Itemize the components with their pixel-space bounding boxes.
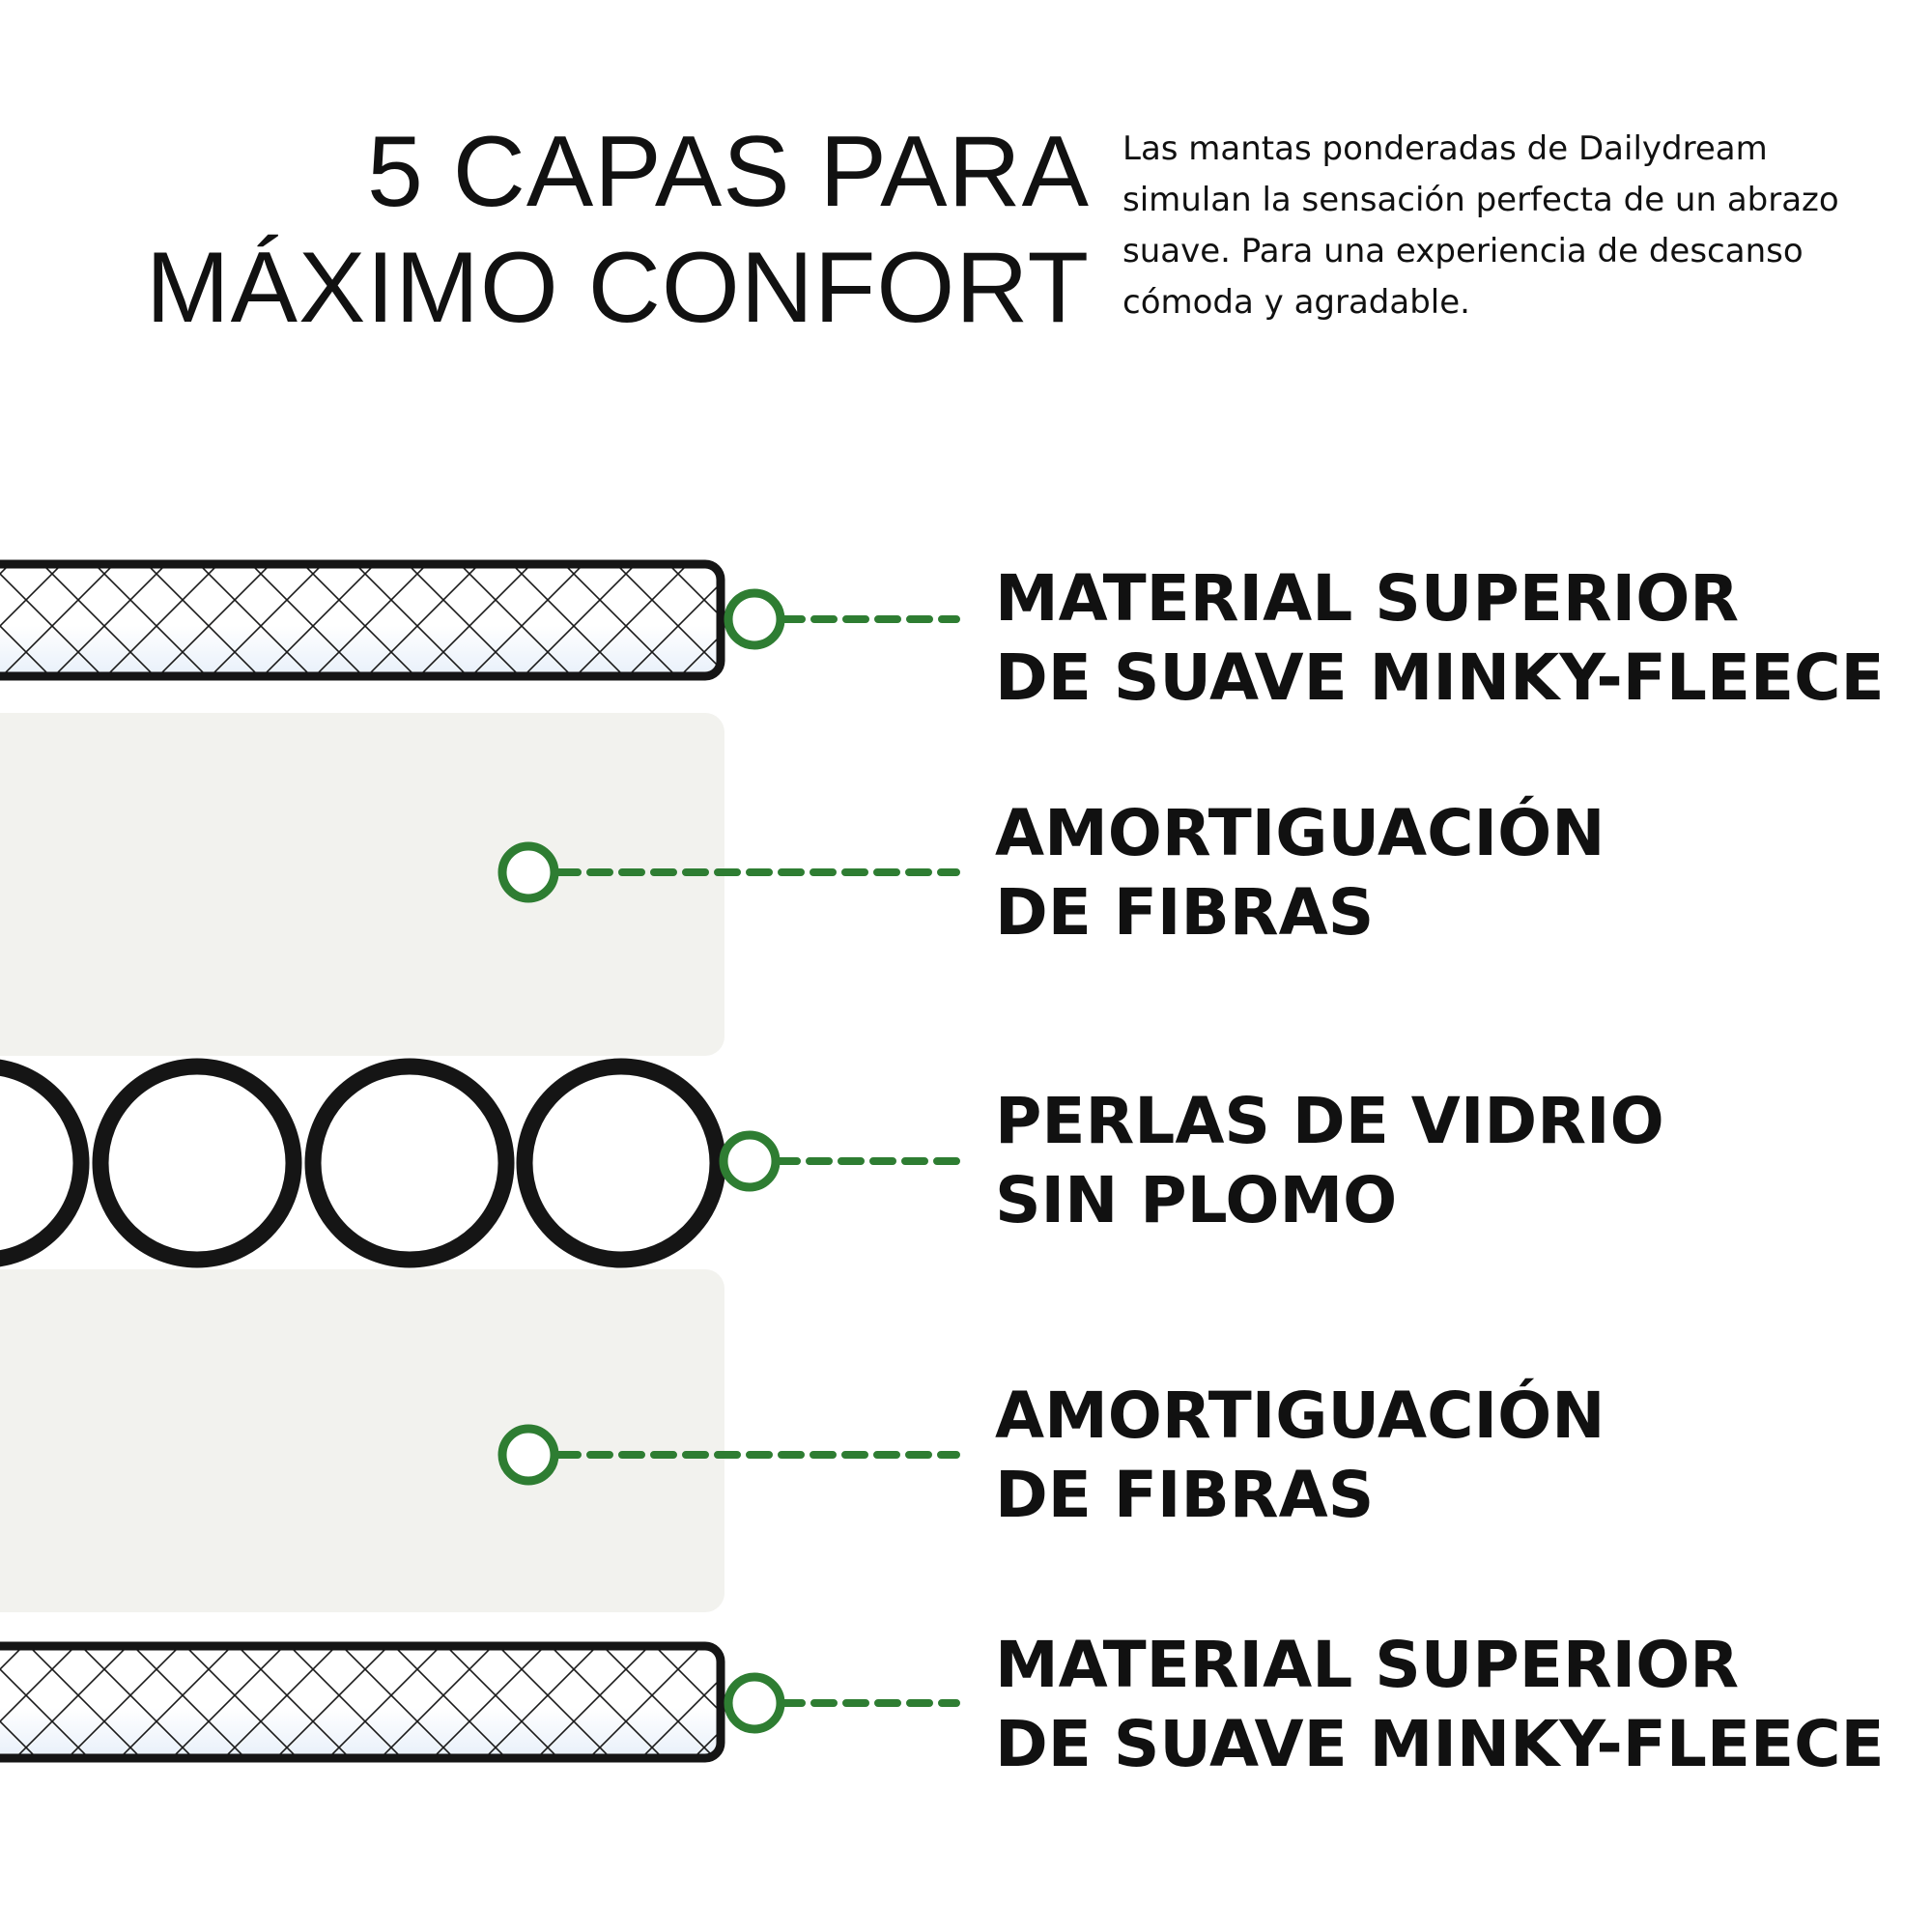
glass-bead-icon	[304, 1058, 515, 1268]
page-title: 5 CAPAS PARA MÁXIMO CONFORT	[146, 114, 1090, 346]
layer-label-2: AMORTIGUACIÓN DE FIBRAS	[995, 794, 1605, 952]
connector-layer-4	[497, 1424, 960, 1486]
connector-layer-5	[724, 1672, 960, 1734]
glass-bead-icon	[0, 1059, 90, 1267]
layer-fiber-cushion-upper	[0, 713, 724, 1056]
layer-label-3: PERLAS DE VIDRIO SIN PLOMO	[995, 1082, 1664, 1240]
connector-layer-3	[719, 1130, 960, 1192]
connector-layer-1	[724, 588, 960, 650]
layer-label-line: SIN PLOMO	[995, 1163, 1398, 1237]
layer-label-line: AMORTIGUACIÓN	[995, 796, 1605, 870]
description-text: Las mantas ponderadas de Dailydream simu…	[1122, 129, 1839, 322]
layer-label-1: MATERIAL SUPERIOR DE SUAVE MINKY-FLEECE	[995, 559, 1885, 718]
layer-label-line: DE FIBRAS	[995, 875, 1375, 950]
connector-marker-icon	[719, 1130, 781, 1192]
layer-label-line: DE SUAVE MINKY-FLEECE	[995, 640, 1885, 715]
layer-quilted-fabric-top	[0, 559, 725, 681]
connector-marker-icon	[497, 841, 559, 903]
glass-bead-icon	[516, 1058, 726, 1268]
layer-label-4: AMORTIGUACIÓN DE FIBRAS	[995, 1377, 1605, 1535]
layer-glass-beads	[0, 1058, 726, 1268]
layer-label-line: PERLAS DE VIDRIO	[995, 1084, 1664, 1158]
layer-label-line: MATERIAL SUPERIOR	[995, 561, 1740, 636]
title-line-2: MÁXIMO CONFORT	[146, 232, 1090, 344]
title-line-1: 5 CAPAS PARA	[367, 116, 1090, 228]
connector-marker-icon	[724, 1672, 785, 1734]
connector-marker-icon	[724, 588, 785, 650]
connector-marker-icon	[497, 1424, 559, 1486]
layer-label-line: DE SUAVE MINKY-FLEECE	[995, 1707, 1885, 1781]
layer-label-5: MATERIAL SUPERIOR DE SUAVE MINKY-FLEECE	[995, 1626, 1885, 1784]
connector-layer-2	[497, 841, 960, 903]
layer-quilted-fabric-bottom	[0, 1641, 725, 1763]
layer-fiber-cushion-lower	[0, 1269, 724, 1612]
layer-label-line: AMORTIGUACIÓN	[995, 1378, 1605, 1453]
layer-label-line: MATERIAL SUPERIOR	[995, 1628, 1740, 1702]
glass-bead-icon	[92, 1058, 302, 1268]
layer-label-line: DE FIBRAS	[995, 1458, 1375, 1532]
